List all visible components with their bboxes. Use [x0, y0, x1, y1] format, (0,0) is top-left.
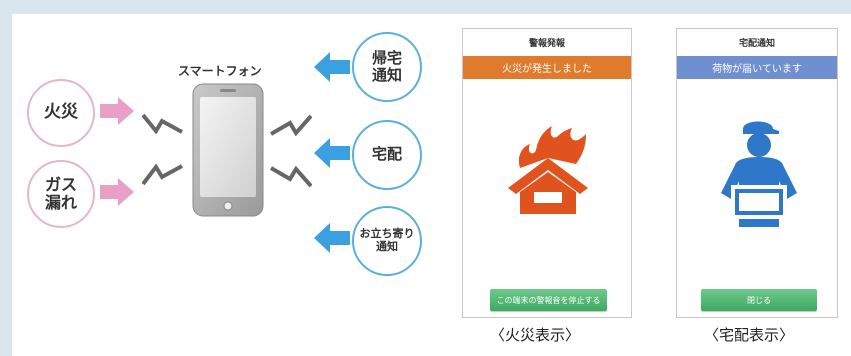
return-home-arrow-icon	[314, 52, 350, 82]
fire-source-label: 火災	[44, 102, 78, 123]
signal-zigzag-icon	[270, 114, 312, 136]
gas-arrow-icon	[100, 178, 134, 206]
visit-arrow-icon	[314, 223, 350, 253]
smartphone-label: スマートフォン	[178, 64, 262, 78]
delivery-screen-title: 宅配通知	[738, 39, 775, 49]
fire-screen-banner: 火災が発生しました	[463, 56, 631, 79]
fire-source-circle: 火災	[27, 79, 95, 147]
visit-label-line1: お立ち寄り	[359, 227, 415, 241]
burning-house-icon	[508, 126, 588, 214]
fire-screen-title: 警報発報	[528, 39, 565, 49]
signal-zigzag-icon	[270, 166, 312, 188]
signal-zigzag-icon	[142, 113, 183, 134]
delivery-label: 宅配	[371, 145, 402, 164]
gas-leak-label-line2: 漏れ	[44, 193, 77, 212]
delivery-person-icon	[721, 121, 797, 227]
frame-left-border	[0, 0, 12, 356]
fire-alert-screen: 警報発報 火災が発生しました この端末の警報音を停止する	[462, 28, 632, 318]
visit-notice-circle: お立ち寄り 通知	[352, 206, 422, 276]
return-home-notice-circle: 帰宅 通知	[352, 32, 422, 102]
visit-label-line2: 通知	[376, 240, 398, 253]
return-home-label-line1: 帰宅	[371, 48, 402, 67]
delivery-arrow-icon	[314, 138, 350, 168]
delivery-notice-circle: 宅配	[352, 120, 422, 190]
close-button[interactable]: 閉じる	[701, 289, 817, 311]
signal-zigzag-icon	[142, 164, 183, 186]
delivery-notice-screen: 宅配通知 荷物が届いています 閉じる	[676, 28, 838, 318]
gas-leak-source-circle: ガス 漏れ	[27, 160, 95, 228]
fire-screen-caption: 〈火災表示〉	[490, 326, 581, 344]
gas-leak-label-line1: ガス	[44, 174, 77, 194]
fire-arrow-icon	[100, 97, 134, 125]
stop-alarm-button[interactable]: この端末の警報音を停止する	[490, 289, 607, 311]
delivery-screen-banner: 荷物が届いています	[677, 56, 837, 79]
frame-top-border	[0, 0, 851, 14]
delivery-screen-caption: 〈宅配表示〉	[704, 326, 795, 344]
smartphone-icon	[192, 83, 264, 217]
return-home-label-line2: 通知	[371, 66, 402, 84]
